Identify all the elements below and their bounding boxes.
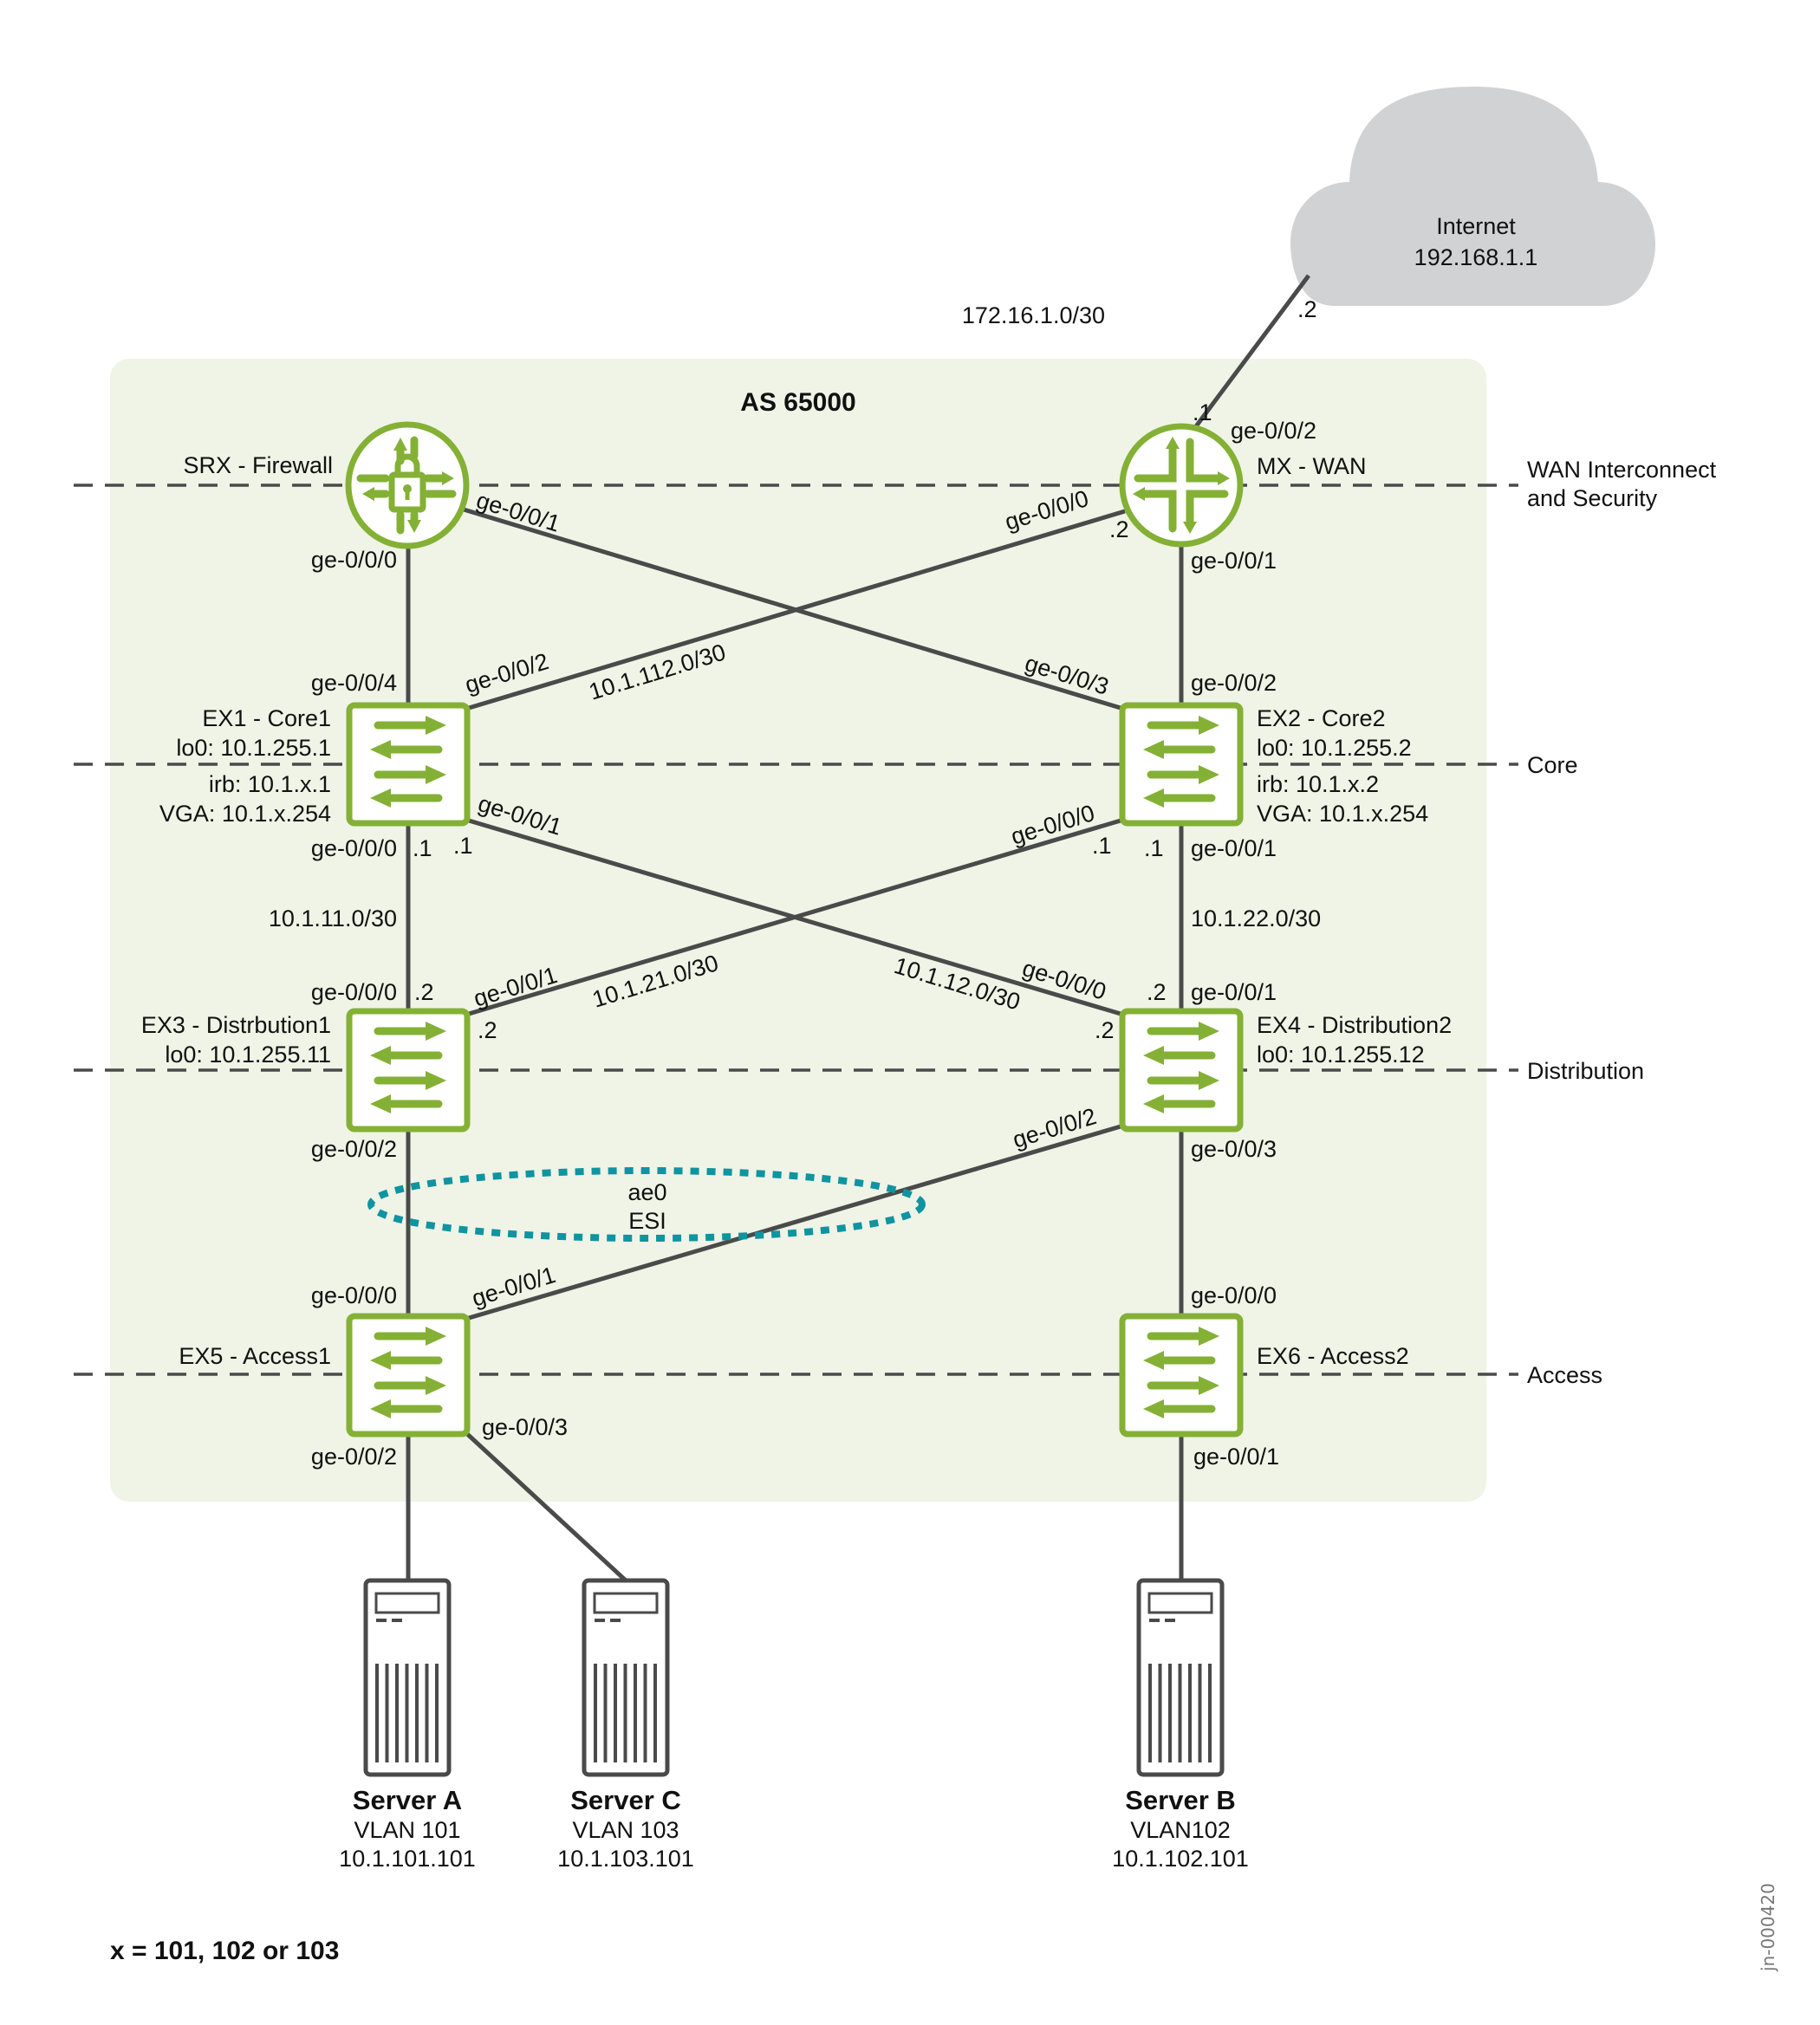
cloud-icon — [1290, 87, 1655, 306]
link-mx-internet — [1193, 274, 1311, 428]
ex1-host-down: .1 — [413, 835, 432, 861]
server-b[interactable] — [1136, 1578, 1225, 1777]
server-a-ip: 10.1.101.101 — [339, 1846, 476, 1872]
ex2-vga: VGA: 10.1.x.254 — [1257, 801, 1428, 827]
internet-label: Internet — [1436, 213, 1516, 239]
mx-port-ge001: ge-0/0/1 — [1191, 548, 1277, 574]
ex3-host-diag: .2 — [478, 1017, 497, 1043]
ex3-name: EX3 - Distrbution1 — [141, 1012, 331, 1038]
server-icon — [582, 1578, 670, 1777]
internet-host-addr: .2 — [1297, 296, 1317, 322]
device-ex3[interactable] — [346, 1008, 471, 1133]
ex4-host-diag: .2 — [1095, 1017, 1115, 1043]
device-ex1[interactable] — [346, 702, 471, 827]
ex2-irb: irb: 10.1.x.2 — [1257, 771, 1379, 797]
internet-ip: 192.168.1.1 — [1414, 244, 1538, 270]
ex1-irb: irb: 10.1.x.1 — [209, 771, 331, 797]
link-mx-ex1 — [468, 509, 1126, 711]
firewall-icon — [356, 436, 457, 535]
srx-port-ge000: ge-0/0/0 — [311, 547, 397, 573]
ex1-host-diag: .1 — [453, 833, 473, 859]
as-region — [110, 359, 1486, 1502]
ex2-port-ge002: ge-0/0/2 — [1191, 670, 1277, 696]
ex1-vga: VGA: 10.1.x.254 — [159, 801, 331, 827]
link-ex4-ex5 — [468, 1124, 1121, 1321]
internet-cloud: Internet 192.168.1.1 — [1290, 87, 1655, 306]
server-b-vlan: VLAN102 — [1130, 1817, 1231, 1843]
device-ex4[interactable] — [1119, 1008, 1244, 1133]
ex5-port-ge000: ge-0/0/0 — [311, 1282, 397, 1308]
document-id: jn-000420 — [1758, 1883, 1778, 1972]
subnet-10-1-11: 10.1.11.0/30 — [269, 905, 397, 931]
zone-label-core: Core — [1527, 752, 1578, 778]
subnet-10-1-22: 10.1.22.0/30 — [1191, 905, 1321, 931]
links — [406, 274, 1311, 1582]
ex2-port-ge001: ge-0/0/1 — [1191, 835, 1277, 861]
as-title: AS 65000 — [740, 388, 855, 417]
server-a-vlan: VLAN 101 — [354, 1817, 460, 1843]
esi-ae0-label: ae0 — [627, 1179, 666, 1205]
ex4-port-ge001: ge-0/0/1 — [1191, 979, 1277, 1005]
esi-lag-ellipse — [367, 1167, 926, 1242]
zone-label-access: Access — [1527, 1362, 1602, 1388]
ex3-host-up: .2 — [414, 979, 434, 1005]
zone-label-wan: WAN Interconnect — [1527, 457, 1717, 483]
ex3-port-ge002: ge-0/0/2 — [311, 1136, 397, 1162]
ex1-name: EX1 - Core1 — [202, 705, 331, 731]
link-srx-ex2 — [463, 507, 1121, 711]
server-c[interactable] — [582, 1578, 670, 1777]
ex2-host-diag: .1 — [1092, 833, 1112, 859]
device-ex2[interactable] — [1119, 702, 1244, 827]
zone-label-distribution: Distribution — [1527, 1058, 1644, 1084]
mx-name: MX - WAN — [1257, 453, 1366, 479]
ex1-lo0: lo0: 10.1.255.1 — [176, 735, 331, 761]
device-srx[interactable] — [345, 421, 470, 549]
mx-internet-subnet: 172.16.1.0/30 — [962, 302, 1105, 328]
link-ex2-ex3 — [468, 818, 1121, 1016]
server-c-ip: 10.1.103.101 — [557, 1846, 694, 1872]
ex5-port-ge002: ge-0/0/2 — [311, 1444, 397, 1470]
esi-label: ESI — [628, 1208, 666, 1234]
server-a[interactable] — [363, 1578, 452, 1777]
ex6-port-ge001: ge-0/0/1 — [1193, 1444, 1279, 1470]
server-c-name: Server C — [570, 1785, 681, 1815]
ex6-port-ge000: ge-0/0/0 — [1191, 1282, 1277, 1308]
ex5-name: EX5 - Access1 — [179, 1343, 331, 1369]
ex4-host-up: .2 — [1147, 979, 1167, 1005]
ex1-port-ge000: ge-0/0/0 — [311, 835, 397, 861]
srx-name: SRX - Firewall — [183, 452, 333, 478]
zone-label-wan-line2: and Security — [1527, 485, 1658, 511]
device-ex5[interactable] — [346, 1313, 471, 1438]
ex3-lo0: lo0: 10.1.255.11 — [165, 1042, 331, 1068]
device-mx[interactable] — [1119, 423, 1244, 548]
device-ex6[interactable] — [1119, 1313, 1244, 1438]
ex2-name: EX2 - Core2 — [1257, 705, 1386, 731]
server-icon — [363, 1578, 452, 1777]
ex2-lo0: lo0: 10.1.255.2 — [1257, 735, 1412, 761]
link-ex5-serverc — [463, 1430, 627, 1582]
ex2-host-down: .1 — [1144, 835, 1164, 861]
mx-port-ge002: ge-0/0/2 — [1231, 418, 1316, 444]
server-c-vlan: VLAN 103 — [572, 1817, 679, 1843]
footnote: x = 101, 102 or 103 — [110, 1937, 339, 1965]
ex6-name: EX6 - Access2 — [1257, 1343, 1409, 1369]
ex3-port-ge000: ge-0/0/0 — [311, 979, 397, 1005]
server-icon — [1136, 1578, 1225, 1777]
ex1-port-ge004: ge-0/0/4 — [311, 670, 397, 696]
server-b-name: Server B — [1125, 1785, 1236, 1815]
ex5-port-ge003: ge-0/0/3 — [482, 1414, 568, 1440]
mx-host-ge000: .2 — [1109, 516, 1129, 542]
server-b-ip: 10.1.102.101 — [1112, 1846, 1249, 1872]
router-icon — [1133, 437, 1230, 534]
server-a-name: Server A — [353, 1785, 462, 1815]
ex4-port-ge003: ge-0/0/3 — [1191, 1136, 1277, 1162]
ex4-name: EX4 - Distribution2 — [1257, 1012, 1452, 1038]
mx-internet-host-addr: .1 — [1193, 399, 1212, 425]
ex4-lo0: lo0: 10.1.255.12 — [1257, 1042, 1425, 1068]
